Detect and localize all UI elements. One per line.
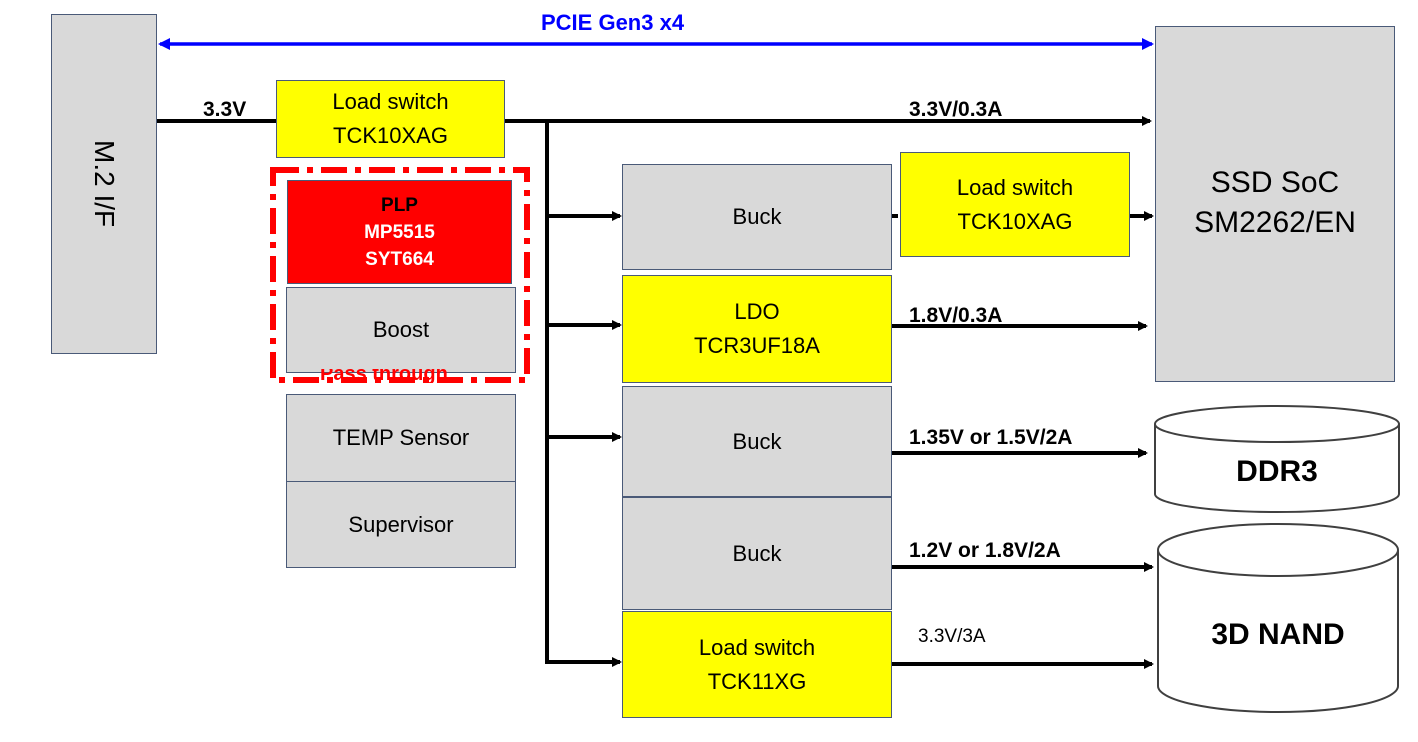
ldo-part: TCR3UF18A xyxy=(694,333,820,358)
nand-33-rail-label: 3.3V/3A xyxy=(918,626,986,647)
load-switch-nand: Load switch TCK11XG xyxy=(622,611,892,718)
buck-2-label: Buck xyxy=(732,428,782,454)
nand-core-rail-label: 1.2V or 1.8V/2A xyxy=(909,539,1061,562)
buck-block-3: Buck xyxy=(622,497,892,610)
boost-label: Boost xyxy=(372,317,430,342)
plp-hidden-caption-text: Pass through xyxy=(320,369,448,383)
load-switch-soc-part: TCK10XAG xyxy=(957,208,1073,234)
pcie-bus-label: PCIE Gen3 x4 xyxy=(541,10,685,35)
plp-block: PLP MP5515 SYT664 xyxy=(287,180,512,284)
supervisor-label: Supervisor xyxy=(348,511,454,537)
plp-group-outline xyxy=(270,167,530,383)
load-switch-main-part: TCK10XAG xyxy=(333,123,448,148)
ldo-block: LDO TCR3UF18A xyxy=(622,275,892,383)
nand-cylinder xyxy=(1157,523,1399,713)
ddr3-label: DDR3 xyxy=(1236,455,1318,488)
load-switch-soc-label: Load switch xyxy=(956,174,1074,200)
soc-33-rail-label: 3.3V/0.3A xyxy=(909,98,1003,121)
ddr-rail-label: 1.35V or 1.5V/2A xyxy=(909,426,1073,449)
supervisor-block: Supervisor xyxy=(286,481,516,568)
plp-hidden-caption: Pass through xyxy=(320,369,480,383)
load-switch-soc: Load switch TCK10XAG xyxy=(900,152,1130,257)
load-switch-main: Load switch TCK10XAG xyxy=(276,80,505,158)
m2-interface-label: M.2 I/F xyxy=(89,140,120,228)
ssd-soc-title: SSD SoC xyxy=(1210,166,1340,199)
ddr3-cylinder xyxy=(1154,405,1400,513)
buck-3-label: Buck xyxy=(732,540,782,566)
load-switch-main-label: Load switch xyxy=(332,89,449,114)
plp-part-2: SYT664 xyxy=(365,248,434,270)
buck-block-1: Buck xyxy=(622,164,892,270)
plp-part-1: MP5515 xyxy=(364,221,435,243)
temp-sensor-label: TEMP Sensor xyxy=(332,425,470,450)
input-rail-label: 3.3V xyxy=(203,98,247,121)
boost-block: Boost xyxy=(286,287,516,373)
temp-sensor-block: TEMP Sensor xyxy=(286,394,516,482)
ssd-soc-block: SSD SoC SM2262/EN xyxy=(1155,26,1395,382)
nand-label: 3D NAND xyxy=(1211,618,1345,651)
m2-interface-block: M.2 I/F xyxy=(51,14,157,354)
buck-block-2: Buck xyxy=(622,386,892,497)
load-switch-nand-label: Load switch xyxy=(698,634,816,660)
load-switch-nand-part: TCK11XG xyxy=(707,668,807,694)
buck-1-label: Buck xyxy=(732,204,782,229)
ldo-label: LDO xyxy=(734,299,780,324)
ssd-soc-part: SM2262/EN xyxy=(1194,206,1356,239)
plp-title: PLP xyxy=(381,194,418,216)
soc-18-rail-label: 1.8V/0.3A xyxy=(909,304,1003,327)
